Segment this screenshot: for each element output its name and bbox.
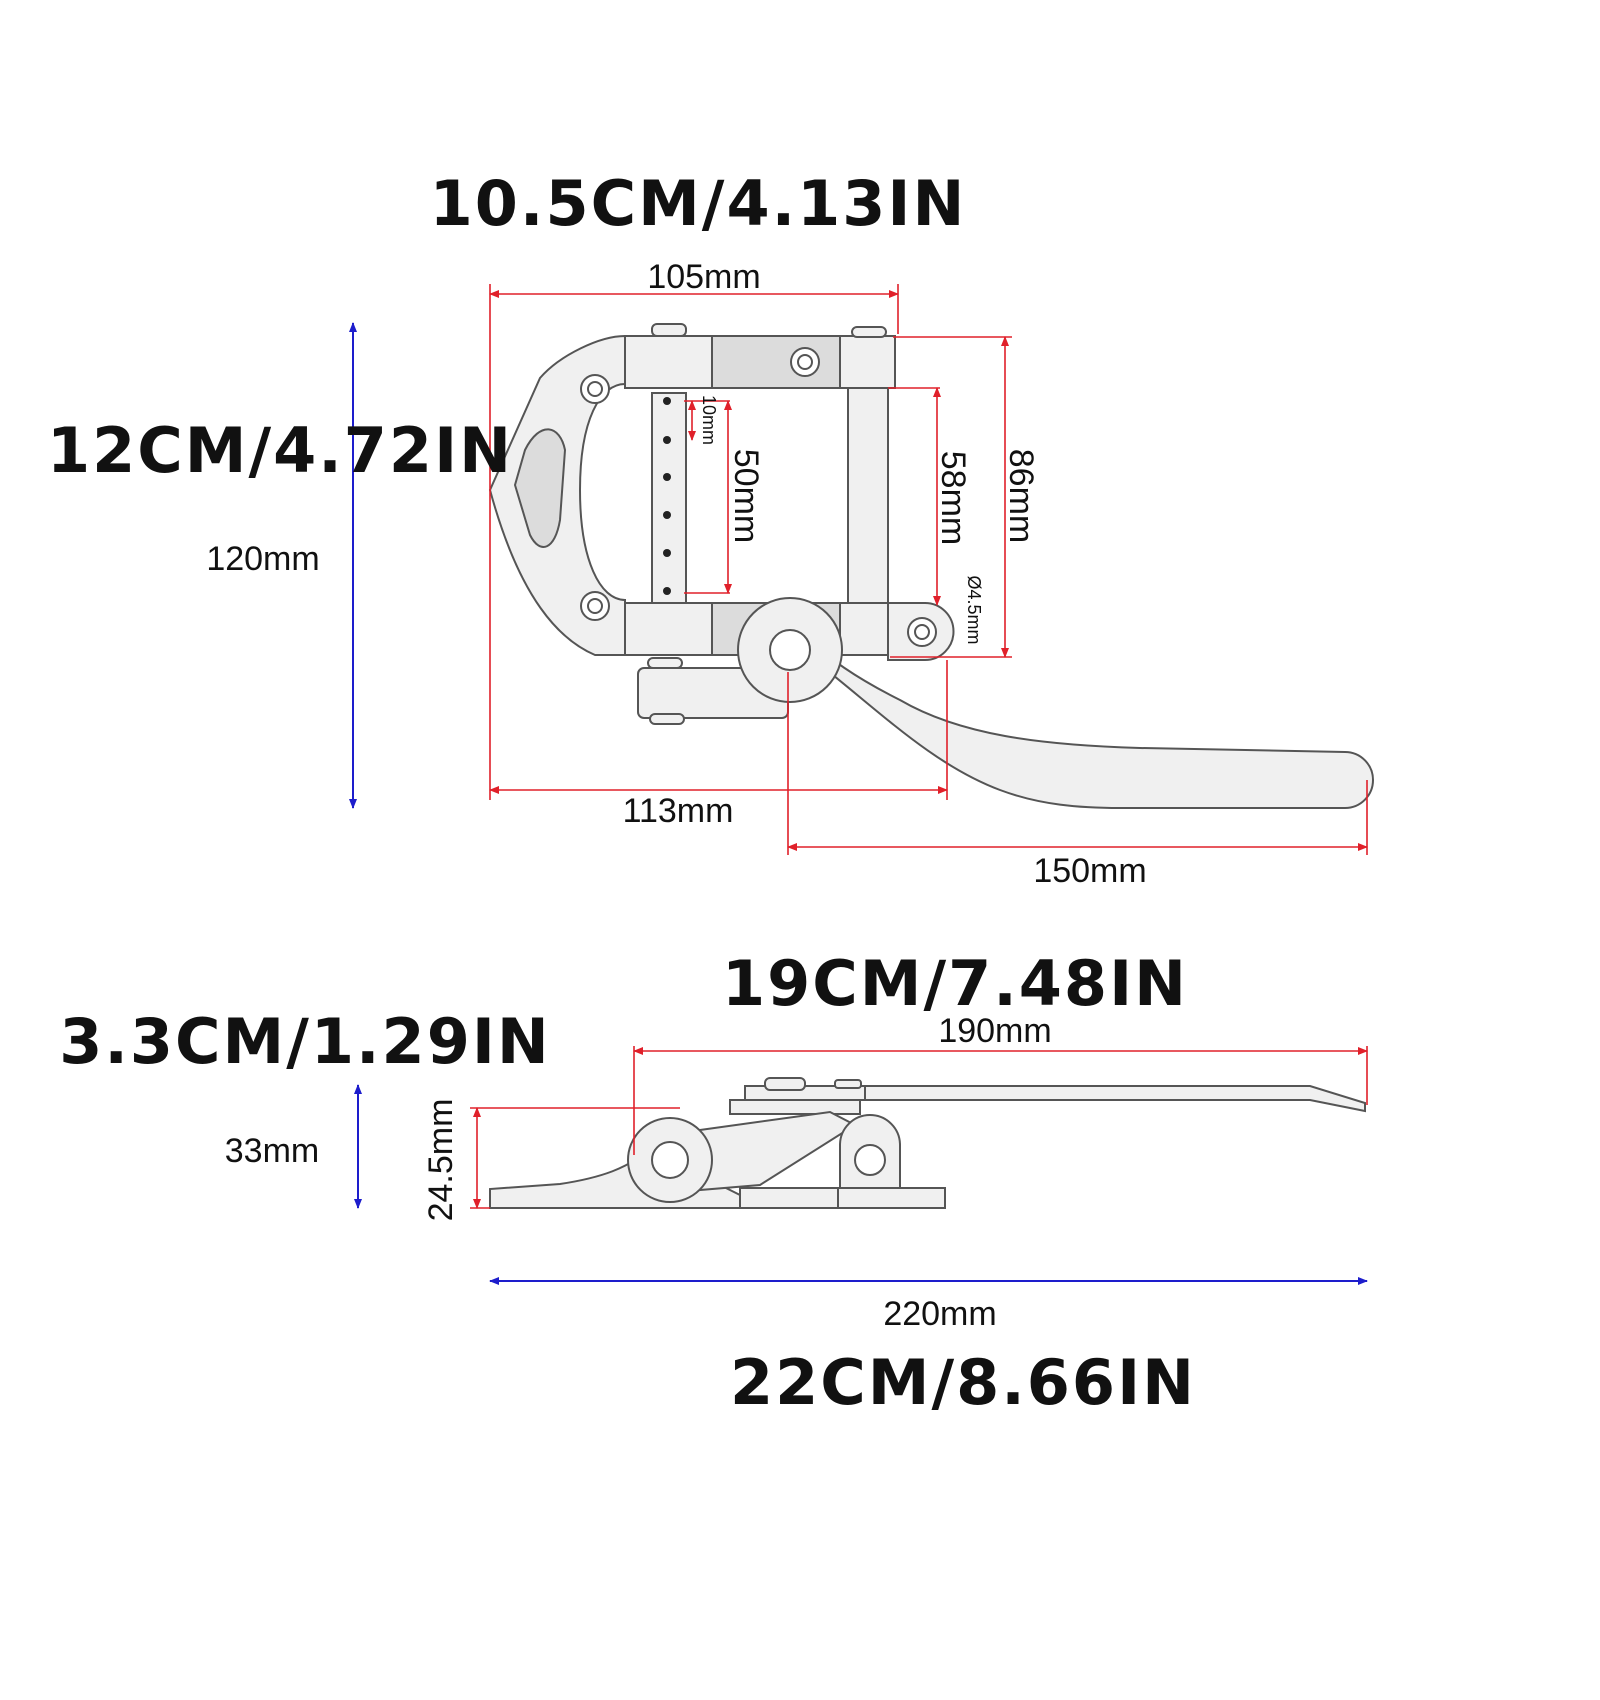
right-post [847,387,889,604]
pivot-hole [769,629,811,671]
side-nut [834,1079,862,1089]
label-24-5mm: 24.5mm [422,1099,460,1222]
label-33mm: 33mm [225,1132,319,1170]
frame-cutout [513,428,567,548]
label-hole-diameter: Ø4.5mm [964,575,984,644]
heading-top-width: 10.5CM/4.13IN [430,167,967,240]
top-bar-mid [711,335,841,389]
stud-top-right [851,326,887,338]
screw-top-left-inner [587,381,603,397]
label-190mm: 190mm [938,1012,1051,1050]
top-view-dimensions [349,284,1368,855]
top-view [488,323,1374,809]
stud-bottom-right [649,713,685,725]
side-screw-head [764,1077,806,1091]
stud-top-left [651,323,687,337]
label-150mm: 150mm [1033,852,1146,890]
right-standoff-hole [854,1144,886,1176]
label-113mm: 113mm [623,792,734,830]
label-105mm: 105mm [647,258,760,296]
base-block-1 [739,1187,839,1209]
label-120mm: 120mm [206,540,319,578]
screw-right-lug-inner [914,624,930,640]
heading-total-length: 22CM/8.66IN [730,1346,1196,1419]
label-86mm: 86mm [1002,449,1040,543]
label-58mm: 58mm [934,451,972,545]
string-holes [663,397,671,595]
side-lever [699,1110,858,1192]
screw-bottom-left-inner [587,598,603,614]
heading-height: 12CM/4.72IN [47,414,513,487]
base-block-2 [837,1187,946,1209]
heading-side-length: 19CM/7.48IN [722,947,1188,1020]
label-10mm: 10mm [699,395,719,445]
label-220mm: 220mm [883,1295,996,1333]
stud-bottom-left [647,657,683,669]
label-50mm: 50mm [727,449,765,543]
string-bar [651,392,687,604]
side-view [489,1077,1366,1209]
vibrato-arm [779,634,1374,809]
side-pivot-hole [651,1141,689,1179]
heading-side-height: 3.3CM/1.29IN [59,1005,551,1078]
screw-top-mid-inner [797,354,813,370]
side-view-dimensions [354,1046,1368,1285]
arm-plate-2 [729,1099,861,1115]
